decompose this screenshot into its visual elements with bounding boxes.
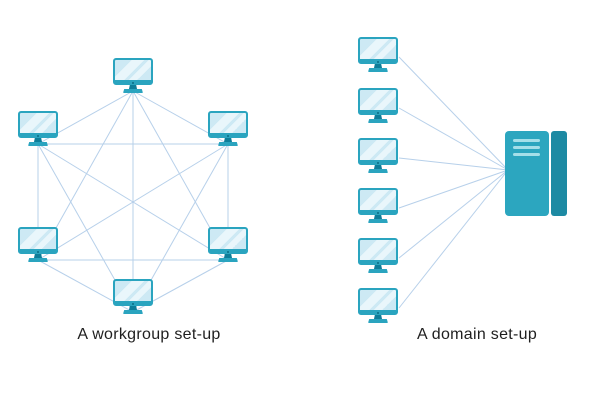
monitor-stand-base (368, 68, 388, 72)
power-led (377, 112, 379, 114)
monitor-stand-neck (374, 265, 382, 269)
server-front-panel (505, 131, 549, 216)
monitor-stand-neck (34, 254, 42, 258)
power-led (377, 212, 379, 214)
monitor-stand-base (368, 169, 388, 173)
workgroup-caption: A workgroup set-up (77, 326, 221, 343)
domain-computer-4-icon (358, 188, 398, 224)
monitor-screen (358, 138, 398, 165)
domain-computer-6-icon (358, 288, 398, 324)
power-led (37, 135, 39, 137)
monitor-screen (358, 288, 398, 315)
monitor-stand-neck (34, 138, 42, 142)
monitor-stand-neck (129, 85, 137, 89)
monitor-screen (358, 188, 398, 215)
monitor-screen (358, 88, 398, 115)
server-vent-line (513, 153, 540, 156)
domain-computer-1-icon (358, 37, 398, 73)
workgroup-computer-upper-left-icon (18, 111, 58, 147)
power-led (132, 303, 134, 305)
monitor-stand-neck (374, 64, 382, 68)
monitor-stand-neck (374, 215, 382, 219)
domain-computer-2-icon (358, 88, 398, 124)
monitor-stand-neck (374, 115, 382, 119)
server-tower-icon (505, 131, 567, 216)
workgroup-computer-lower-left-icon (18, 227, 58, 263)
monitor-screen (113, 279, 153, 306)
workgroup-computer-bottom-icon (113, 279, 153, 315)
power-led (377, 61, 379, 63)
power-led (227, 251, 229, 253)
server-vent-line (513, 146, 540, 149)
monitor-stand-base (368, 219, 388, 223)
monitor-stand-neck (374, 165, 382, 169)
monitor-screen (18, 111, 58, 138)
power-led (132, 82, 134, 84)
monitor-screen (208, 227, 248, 254)
monitor-stand-base (368, 269, 388, 273)
domain-computer-3-icon (358, 138, 398, 174)
workgroup-computer-upper-right-icon (208, 111, 248, 147)
power-led (227, 135, 229, 137)
power-led (377, 162, 379, 164)
monitor-stand-base (368, 319, 388, 323)
monitor-screen (18, 227, 58, 254)
monitor-stand-neck (224, 138, 232, 142)
monitor-stand-base (218, 142, 238, 146)
monitor-stand-base (123, 310, 143, 314)
monitor-screen (113, 58, 153, 85)
monitor-screen (358, 238, 398, 265)
power-led (377, 262, 379, 264)
power-led (37, 251, 39, 253)
monitor-stand-neck (374, 315, 382, 319)
monitor-stand-neck (224, 254, 232, 258)
server-vent-line (513, 139, 540, 142)
monitor-screen (208, 111, 248, 138)
domain-caption: A domain set-up (416, 326, 538, 343)
domain-computer-5-icon (358, 238, 398, 274)
monitor-stand-base (28, 142, 48, 146)
workgroup-computer-top-icon (113, 58, 153, 94)
monitor-stand-base (123, 89, 143, 93)
monitor-stand-base (368, 119, 388, 123)
monitor-stand-neck (129, 306, 137, 310)
monitor-screen (358, 37, 398, 64)
domain-star-lines (398, 56, 509, 309)
power-led (377, 312, 379, 314)
monitor-stand-base (28, 258, 48, 262)
server-side-panel (551, 131, 567, 216)
workgroup-computer-lower-right-icon (208, 227, 248, 263)
monitor-stand-base (218, 258, 238, 262)
